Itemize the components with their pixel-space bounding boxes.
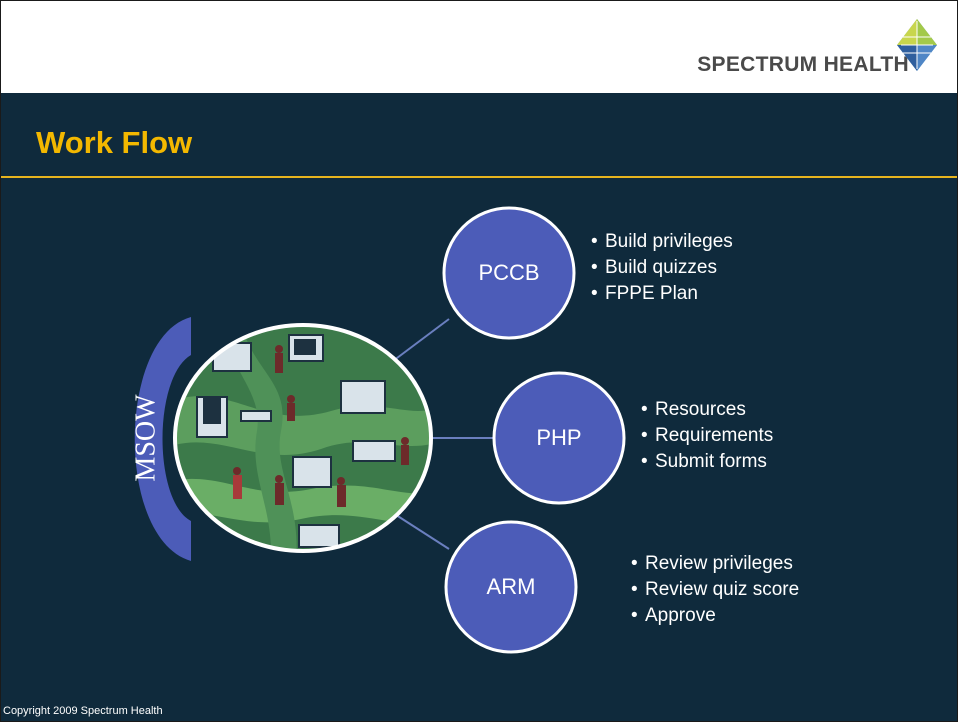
connector-arm (392, 512, 450, 550)
center-circle-border (173, 323, 433, 553)
bullet-item: Review privileges (631, 551, 799, 577)
node-php-circle (492, 371, 626, 505)
bullet-item: Review quiz score (631, 577, 799, 603)
node-arm-label: ARM (487, 574, 536, 599)
bullet-item: Approve (631, 603, 799, 629)
node-arm-circle (444, 520, 578, 654)
php-bullets: Resources Requirements Submit forms (641, 397, 773, 475)
logo-text: SPECTRUM HEALTH (697, 53, 909, 76)
spectrum-health-logo: SPECTRUM HEALTH (679, 19, 939, 83)
node-pccb-circle (442, 206, 576, 340)
slide-title: Work Flow (36, 125, 193, 160)
bullet-item: Build quizzes (591, 255, 733, 281)
bullet-item: Submit forms (641, 449, 773, 475)
title-divider (1, 176, 957, 178)
logo-diamond-icon (897, 19, 937, 71)
node-pccb-label: PCCB (478, 260, 539, 285)
bullet-item: Build privileges (591, 229, 733, 255)
connector-pccb (392, 318, 450, 362)
arm-bullets: Review privileges Review quiz score Appr… (631, 551, 799, 629)
msow-arc (134, 317, 191, 561)
copyright-footer: Copyright 2009 Spectrum Health (3, 705, 163, 717)
slide-header: SPECTRUM HEALTH (1, 1, 957, 93)
bullet-item: Resources (641, 397, 773, 423)
network-illustration (175, 325, 431, 551)
node-php-label: PHP (536, 425, 581, 450)
pccb-bullets: Build privileges Build quizzes FPPE Plan (591, 229, 733, 307)
msow-label: MSOW (130, 394, 161, 482)
bullet-item: Requirements (641, 423, 773, 449)
bullet-item: FPPE Plan (591, 281, 733, 307)
